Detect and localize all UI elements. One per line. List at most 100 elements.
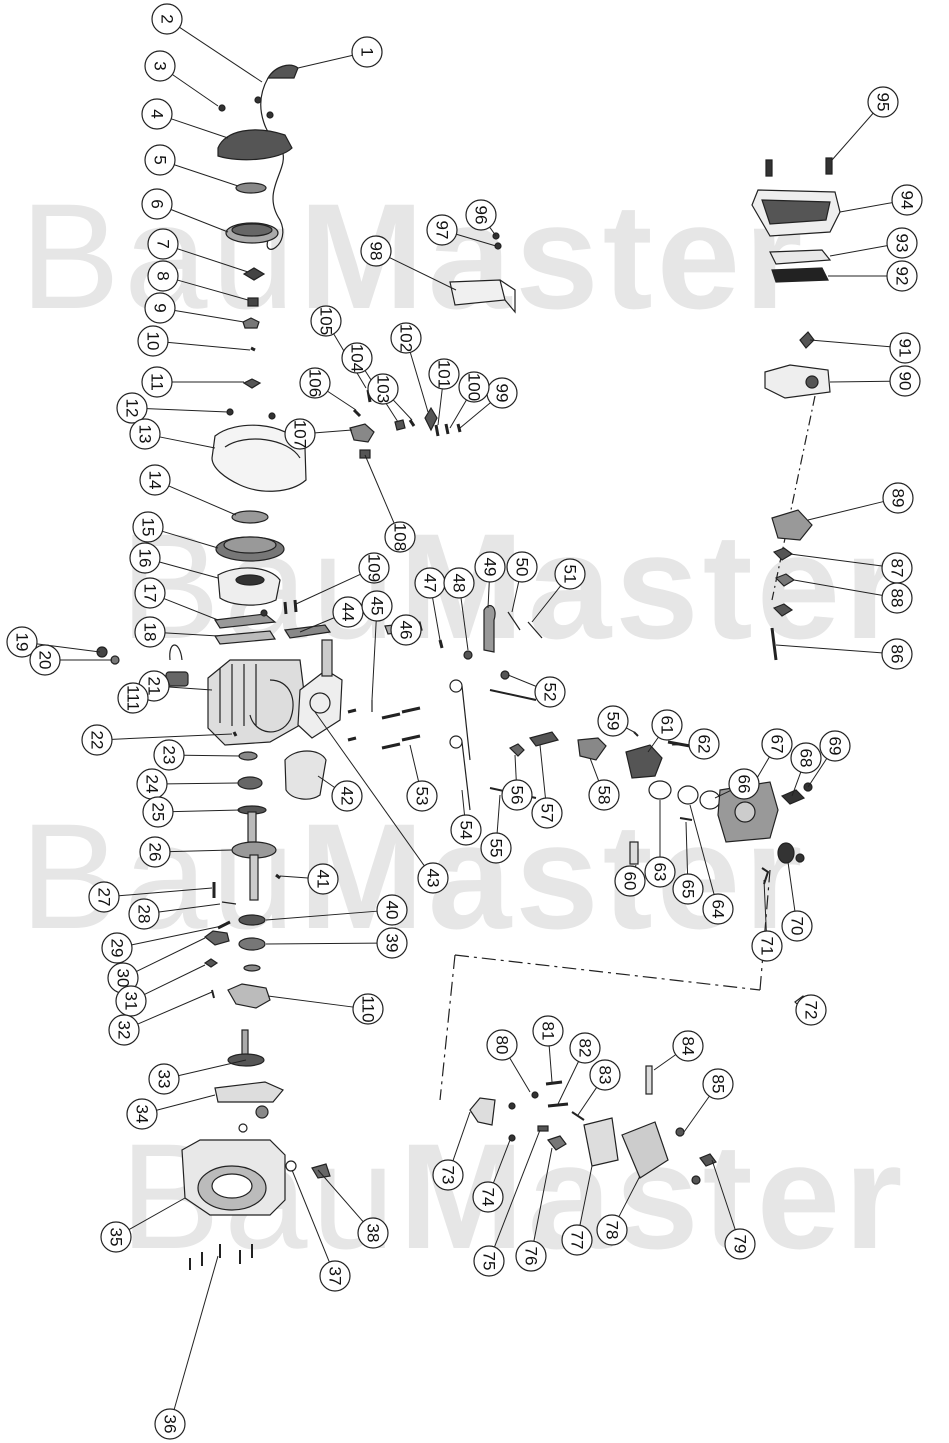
callout-number: 108 [391, 523, 410, 551]
callout-circle [358, 552, 390, 584]
callout-number: 93 [893, 234, 912, 253]
callout-number: 53 [413, 787, 432, 806]
callout-107: 107 [284, 418, 316, 450]
leader-line-14 [168, 485, 237, 516]
leader-line-52 [507, 674, 537, 687]
piston-pin-29 [217, 920, 231, 930]
callout-circle [390, 322, 422, 354]
screw-74a [508, 1102, 516, 1110]
callout-circle [351, 36, 383, 68]
leader-line-31 [144, 964, 206, 995]
watermark-master: Master [398, 502, 907, 670]
callout-circle [532, 1015, 564, 1047]
screws-53 [347, 706, 421, 750]
callout-number: 37 [326, 1267, 345, 1286]
callout-circle [473, 1245, 505, 1277]
callout-circle [134, 616, 166, 648]
starter-pulley [231, 510, 269, 524]
callout-circle [284, 418, 316, 450]
callout-10: 10 [137, 325, 169, 357]
callout-number: 99 [493, 384, 512, 403]
spring-50 [507, 611, 521, 631]
callout-number: 110 [359, 995, 378, 1022]
screw-74b [508, 1134, 516, 1142]
screw-62 [667, 740, 691, 748]
callout-1: 1 [351, 36, 383, 68]
callout-31: 31 [115, 985, 147, 1017]
callout-number: 107 [291, 420, 310, 448]
screw-106 [352, 408, 362, 418]
callout-number: 60 [621, 872, 640, 891]
leader-line-33 [178, 1059, 247, 1077]
filter-92 [771, 267, 829, 283]
callout-58: 58 [588, 779, 620, 811]
callout-circle [117, 682, 149, 714]
leader-line-26 [169, 849, 233, 853]
callout-circle [751, 930, 783, 962]
rocker-76 [546, 1135, 567, 1151]
callout-circle [889, 332, 921, 364]
leader-line-50 [511, 581, 520, 613]
leader-line-48 [460, 597, 469, 651]
nut-41 [275, 873, 281, 880]
callout-75: 75 [473, 1245, 505, 1277]
callout-80: 80 [486, 1029, 518, 1061]
bolts-36 [189, 1244, 253, 1270]
seal-39 [238, 937, 266, 951]
callout-circle [147, 228, 179, 260]
callout-67: 67 [761, 728, 793, 760]
callout-number: 42 [338, 787, 357, 806]
callout-circle [331, 780, 363, 812]
callout-circle [795, 994, 827, 1026]
leader-line-85 [683, 1095, 710, 1133]
callout-44: 44 [332, 596, 364, 628]
callout-circle [129, 542, 161, 574]
callout-circle [406, 780, 438, 812]
leader-line-49 [487, 581, 490, 609]
callout-number: 89 [889, 489, 908, 508]
callout-78: 78 [596, 1214, 628, 1246]
callout-circle [614, 865, 646, 897]
callout-number: 31 [122, 992, 141, 1011]
part-99 [456, 423, 462, 433]
leader-lines [36, 26, 893, 1410]
oring-part [238, 1123, 248, 1133]
callout-number: 75 [480, 1252, 499, 1271]
leader-line-87 [789, 553, 883, 567]
callout-20: 20 [29, 644, 61, 676]
leader-line-78 [618, 1175, 641, 1217]
callout-number: 29 [108, 939, 127, 958]
gasket-87a [772, 547, 794, 561]
bracket-73 [469, 1097, 496, 1126]
leader-line-37 [291, 1169, 330, 1263]
callout-59: 59 [597, 705, 629, 737]
callout-circle [881, 582, 913, 614]
callout-number: 48 [450, 574, 469, 593]
leader-line-56 [514, 754, 517, 781]
callout-circle [116, 392, 148, 424]
leader-line-10 [167, 341, 251, 351]
callout-number: 26 [146, 843, 165, 862]
callout-circle [867, 86, 899, 118]
fuel-tank-bracket-98 [449, 279, 516, 314]
callout-circle [702, 1068, 734, 1100]
callout-26: 26 [139, 836, 171, 868]
callout-number: 18 [141, 623, 160, 642]
callout-number: 33 [155, 1070, 174, 1089]
crankcase-cover [181, 1139, 286, 1216]
callout-circle [6, 626, 38, 658]
callout-94: 94 [891, 184, 923, 216]
callout-circle [472, 1181, 504, 1213]
callout-number: 94 [898, 191, 917, 210]
flywheel [215, 536, 285, 562]
callout-61: 61 [651, 709, 683, 741]
callout-63: 63 [644, 856, 676, 888]
callout-circle [299, 367, 331, 399]
callout-number: 98 [367, 242, 386, 261]
part-75 [537, 1125, 549, 1132]
leader-line-17 [163, 598, 219, 621]
crankcase-gasket [214, 1081, 284, 1103]
leader-line-96 [489, 226, 497, 237]
rocker-57 [528, 731, 560, 747]
leader-line-8 [177, 279, 249, 301]
